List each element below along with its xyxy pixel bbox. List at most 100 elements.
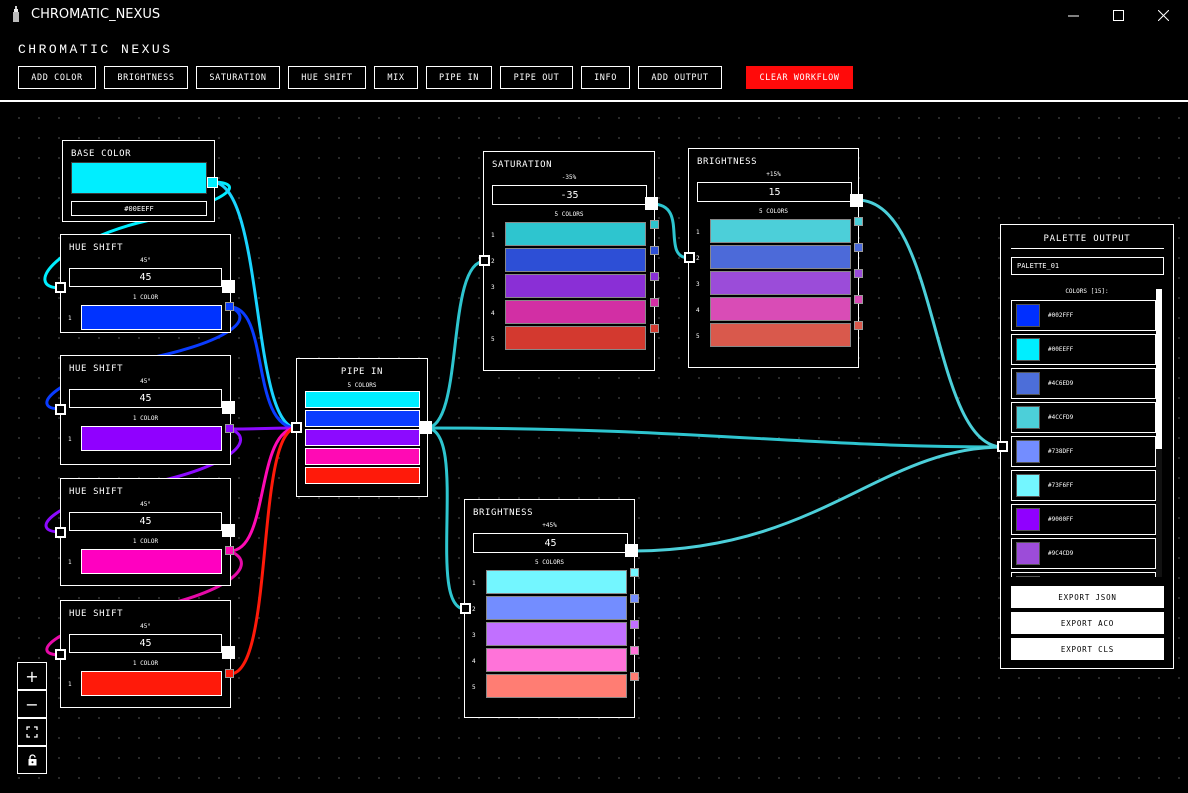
brightness-value-input[interactable]: 45	[473, 533, 628, 553]
minimize-button[interactable]	[1050, 2, 1096, 28]
pipe-out-button[interactable]: PIPE OUT	[500, 66, 573, 89]
row-output-port[interactable]	[630, 620, 639, 629]
row-output-port[interactable]	[650, 324, 659, 333]
row-output-port[interactable]	[854, 243, 863, 252]
hue-shift-node-2[interactable]: HUE SHIFT 45° 45 1 COLOR 1	[60, 355, 231, 465]
hue-shift-value-input[interactable]: 45	[69, 634, 222, 653]
hue3-color-port[interactable]	[225, 546, 234, 555]
row-output-port[interactable]	[630, 672, 639, 681]
hue1-input-port[interactable]	[55, 282, 66, 293]
hue4-output-port[interactable]	[222, 646, 235, 659]
add-output-button[interactable]: ADD OUTPUT	[638, 66, 722, 89]
lock-button[interactable]	[17, 746, 47, 774]
brightness-top-output-port[interactable]	[850, 194, 863, 207]
zoom-out-button[interactable]: −	[17, 690, 47, 718]
color-count-label: 5 COLORS	[535, 559, 564, 566]
maximize-button[interactable]	[1095, 2, 1141, 28]
fit-view-button[interactable]	[17, 718, 47, 746]
zoom-in-button[interactable]: +	[17, 662, 47, 690]
export-cls-button[interactable]: EXPORT CLS	[1011, 638, 1164, 660]
mix-button[interactable]: MIX	[374, 66, 418, 89]
row-output-port[interactable]	[650, 298, 659, 307]
pipe-in-button[interactable]: PIPE IN	[426, 66, 492, 89]
brightness-top-input-port[interactable]	[684, 252, 695, 263]
add-color-button[interactable]: ADD COLOR	[18, 66, 96, 89]
row-output-port[interactable]	[650, 220, 659, 229]
pipe-in-swatch	[305, 429, 420, 446]
palette-output-input-port[interactable]	[997, 441, 1008, 452]
saturation-output-port[interactable]	[645, 197, 658, 210]
hue2-output-port[interactable]	[222, 401, 235, 414]
hue4-input-port[interactable]	[55, 649, 66, 660]
pipe-in-node[interactable]: PIPE IN 5 COLORS	[296, 358, 428, 497]
row-output-port[interactable]	[650, 272, 659, 281]
hue1-output-port[interactable]	[222, 280, 235, 293]
palette-list-item[interactable]: #9C4CD9	[1011, 538, 1156, 569]
brightness-bottom-output-port[interactable]	[625, 544, 638, 557]
base-color-output-port[interactable]	[207, 177, 218, 188]
pipe-in-output-port[interactable]	[419, 421, 432, 434]
palette-scrollbar-thumb[interactable]	[1156, 289, 1162, 449]
row-output-port[interactable]	[630, 568, 639, 577]
hue-degrees-label: 45°	[140, 501, 151, 508]
palette-list-item[interactable]: #002FFF	[1011, 300, 1156, 331]
header-divider	[0, 100, 1188, 102]
row-swatch	[486, 674, 627, 698]
pipe-in-input-port[interactable]	[291, 422, 302, 433]
row-output-port[interactable]	[854, 321, 863, 330]
palette-output-node[interactable]: PALETTE OUTPUT PALETTE_01 COLORS [15]: #…	[1000, 224, 1174, 669]
brightness-bottom-input-port[interactable]	[460, 603, 471, 614]
hue-shift-value-input[interactable]: 45	[69, 268, 222, 287]
hue-shift-value-input[interactable]: 45	[69, 512, 222, 531]
saturation-button[interactable]: SATURATION	[196, 66, 280, 89]
close-button[interactable]	[1140, 2, 1186, 28]
row-swatch	[486, 596, 627, 620]
hue2-input-port[interactable]	[55, 404, 66, 415]
palette-list-item[interactable]: #4C6ED9	[1011, 368, 1156, 399]
palette-scrollbar-track[interactable]	[1156, 289, 1162, 577]
base-color-swatch[interactable]	[71, 162, 207, 194]
base-color-node[interactable]: BASE COLOR #00EEFF	[62, 140, 215, 222]
hue-shift-value-input[interactable]: 45	[69, 389, 222, 408]
app-icon	[13, 6, 19, 22]
palette-color-list[interactable]: #002FFF#00EEFF#4C6ED9#4CCFD9#738DFF#73F6…	[1001, 300, 1175, 577]
row-output-port[interactable]	[854, 269, 863, 278]
brightness-value-input[interactable]: 15	[697, 182, 852, 202]
palette-name-input[interactable]: PALETTE_01	[1011, 257, 1164, 275]
row-output-port[interactable]	[854, 217, 863, 226]
hue3-output-port[interactable]	[222, 524, 235, 537]
saturation-input-port[interactable]	[479, 255, 490, 266]
palette-list-item[interactable]: #00EEFF	[1011, 334, 1156, 365]
row-output-port[interactable]	[854, 295, 863, 304]
hue1-color-port[interactable]	[225, 302, 234, 311]
info-button[interactable]: INFO	[581, 66, 630, 89]
hue-shift-node-1[interactable]: HUE SHIFT 45° 45 1 COLOR 1	[60, 234, 231, 333]
export-json-button[interactable]: EXPORT JSON	[1011, 586, 1164, 608]
palette-list-item[interactable]: #4CCFD9	[1011, 402, 1156, 433]
hue-shift-node-4[interactable]: HUE SHIFT 45° 45 1 COLOR 1	[60, 600, 231, 708]
base-color-hex-input[interactable]: #00EEFF	[71, 201, 207, 216]
hue-degrees-label: 45°	[140, 257, 151, 264]
export-aco-button[interactable]: EXPORT ACO	[1011, 612, 1164, 634]
hue3-input-port[interactable]	[55, 527, 66, 538]
palette-list-item[interactable]: #738DFF	[1011, 436, 1156, 467]
row-swatch	[505, 274, 646, 298]
hue2-color-port[interactable]	[225, 424, 234, 433]
row-output-port[interactable]	[650, 246, 659, 255]
hue-shift-swatch	[81, 671, 222, 696]
hue-shift-button[interactable]: HUE SHIFT	[288, 66, 366, 89]
palette-list-item-partial[interactable]	[1011, 572, 1156, 577]
hue-shift-node-3[interactable]: HUE SHIFT 45° 45 1 COLOR 1	[60, 478, 231, 586]
row-output-port[interactable]	[630, 646, 639, 655]
brightness-button[interactable]: BRIGHTNESS	[104, 66, 188, 89]
palette-list-item[interactable]: #9000FF	[1011, 504, 1156, 535]
saturation-value-input[interactable]: -35	[492, 185, 647, 205]
palette-item-swatch	[1016, 406, 1040, 429]
clear-workflow-button[interactable]: CLEAR WORKFLOW	[746, 66, 853, 89]
hue4-color-port[interactable]	[225, 669, 234, 678]
palette-list-item[interactable]: #73F6FF	[1011, 470, 1156, 501]
row-output-port[interactable]	[630, 594, 639, 603]
